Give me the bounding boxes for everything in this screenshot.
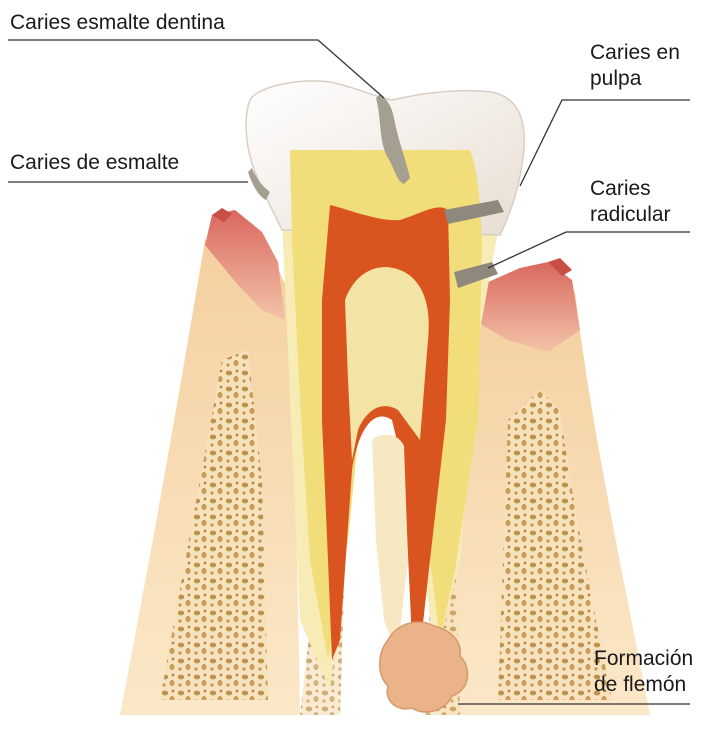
label-caries-enamel-dentin: Caries esmalte dentina [10,10,225,36]
label-abscess: Formación de flemón [594,646,693,698]
label-caries-root: Caries radicular [590,176,671,228]
label-caries-pulp: Caries en pulpa [590,40,680,92]
leader-line-pulp [520,100,690,186]
label-caries-enamel: Caries de esmalte [10,150,179,176]
leader-line-root [488,232,690,268]
